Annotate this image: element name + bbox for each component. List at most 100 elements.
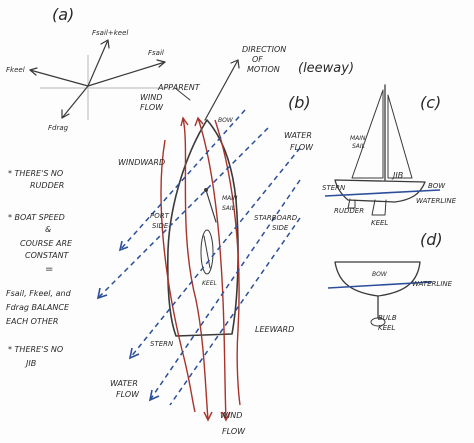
- note-4-line-2: JIB: [24, 359, 36, 368]
- d-bulb-label: BULB: [378, 314, 397, 322]
- starboard-label-1: STARBOARD: [254, 214, 298, 222]
- panel-a: (a) Fsail+keel Fsail Fkeel Fdrag: [6, 5, 170, 132]
- leeway-label: (leeway): [298, 61, 354, 76]
- main-sail-label-2: SAIL: [222, 205, 235, 212]
- water-flow-arrowhead-3: [148, 389, 160, 402]
- equals-sign: =: [45, 264, 53, 275]
- force-drag-arrowhead: [61, 109, 70, 119]
- panel-d: (d) BOW WATERLINE BULB KEEL: [327, 230, 453, 332]
- direction-of-motion-arrowhead: [230, 59, 240, 69]
- keel-bulb: [370, 317, 386, 327]
- panel-d-label: (d): [420, 230, 443, 249]
- water-flow-arrowhead-2: [128, 347, 140, 360]
- keel-label-top: KEEL: [202, 280, 217, 287]
- notes: * THERE'S NO RUDDER * BOAT SPEED & COURS…: [6, 169, 73, 368]
- boat-hull-top-view: [167, 119, 239, 337]
- apparent-wind-label-2: WIND: [140, 93, 162, 102]
- note-4-line-1: * THERE'S NO: [8, 345, 63, 354]
- wind-flow-arrowhead-3: [203, 411, 213, 422]
- rudder-side: [347, 198, 356, 209]
- wind-flow-arrowhead-1: [180, 116, 189, 127]
- water-flow-line-5: [119, 109, 246, 251]
- direction-label-3: MOTION: [247, 65, 280, 74]
- starboard-label-2: SIDE: [272, 224, 289, 232]
- note-3-line-2: Fdrag BALANCE: [6, 303, 70, 312]
- force-keel-arrowhead: [29, 67, 38, 76]
- wind-flow-line-2: [197, 117, 227, 421]
- wind-flow-line-4: [214, 119, 241, 406]
- force-sail-keel-arrowhead: [100, 39, 110, 49]
- direction-of-motion-arrow: [204, 59, 239, 121]
- force-keel-arrow: [29, 69, 89, 87]
- direction-label-1: DIRECTION: [242, 45, 286, 54]
- water-flow-line-2: [129, 147, 301, 359]
- force-drag-arrow: [61, 85, 89, 119]
- waterline-d: [327, 281, 433, 289]
- main-sail-boom: [205, 189, 217, 223]
- note-2-line-2: &: [45, 225, 51, 234]
- apparent-wind-label-3: FLOW: [140, 103, 164, 112]
- hull-side: [334, 179, 426, 203]
- panel-b-label: (b): [288, 93, 311, 112]
- jib-side: [387, 94, 413, 179]
- force-sail-arrow: [87, 61, 166, 87]
- note-2-line-4: CONSTANT: [25, 251, 70, 260]
- note-2-line-1: * BOAT SPEED: [8, 213, 65, 222]
- c-main-sail-label-2: SAIL: [352, 143, 365, 150]
- d-waterline-label: WATERLINE: [412, 280, 453, 288]
- wind-flow-line-3: [160, 139, 196, 413]
- windward-label: WINDWARD: [118, 158, 165, 167]
- keel-outline: [200, 229, 214, 275]
- bow-label-top: BOW: [218, 117, 234, 124]
- port-side-label-2: SIDE: [152, 222, 169, 230]
- note-3-line-3: EACH OTHER: [6, 317, 58, 326]
- force-drag-label: Fdrag: [48, 124, 69, 132]
- c-waterline-label: WATERLINE: [416, 197, 457, 205]
- force-sail-keel-arrow: [87, 39, 109, 87]
- water-flow-top-label-1: WATER: [284, 131, 312, 140]
- d-keel-label: KEEL: [378, 324, 395, 332]
- panel-b: (b) DIRECTION OF MOTION (leeway) APPAREN…: [96, 45, 354, 436]
- wind-flow-bottom-label-1: WIND: [220, 411, 242, 420]
- main-sail-label-1: MAIN: [222, 195, 238, 202]
- force-sail-label: Fsail: [148, 49, 164, 57]
- port-side-label-1: PORT: [150, 212, 170, 220]
- keel-hatch: [203, 235, 211, 269]
- c-main-sail-label-1: MAIN: [350, 135, 366, 142]
- c-jib-label: JIB: [391, 171, 403, 180]
- panel-c-label: (c): [420, 93, 441, 112]
- water-flow-arrowhead-5: [118, 240, 129, 252]
- main-sail-side: [351, 89, 384, 179]
- wind-flow-arrowhead-2: [194, 116, 204, 127]
- hull-front: [334, 261, 421, 297]
- panel-a-label: (a): [52, 5, 74, 24]
- note-1-line-1: * THERE'S NO: [8, 169, 63, 178]
- note-3-line-1: Fsail, Fkeel, and: [6, 289, 72, 298]
- c-bow-label: BOW: [428, 182, 446, 190]
- force-keel-label: Fkeel: [6, 66, 25, 74]
- water-flow-arrowhead-1: [96, 287, 108, 300]
- water-flow-bottom-label-2: FLOW: [116, 390, 140, 399]
- note-2-line-3: COURSE ARE: [20, 239, 73, 248]
- water-flow-line-4: [169, 217, 301, 406]
- stern-label-top: STERN: [150, 340, 174, 348]
- direction-label-2: OF: [252, 55, 263, 64]
- keel-fin-side: [371, 199, 387, 216]
- waterline-c: [324, 189, 441, 197]
- water-flow-top-label-2: FLOW: [290, 143, 314, 152]
- apparent-wind-label-1: APPARENT: [157, 83, 201, 92]
- c-rudder-label: RUDDER: [334, 207, 364, 215]
- force-sail-arrowhead: [156, 59, 166, 68]
- c-keel-label: KEEL: [371, 219, 388, 227]
- panel-c: (c) MAIN SAIL JIB STERN BOW RUDDER KEEL …: [322, 84, 457, 227]
- water-flow-line-1: [97, 127, 269, 299]
- apparent-wind-pointer: [174, 87, 191, 101]
- note-1-line-2: RUDDER: [30, 181, 64, 190]
- wind-flow-arrowhead-4: [221, 411, 231, 422]
- water-flow-bottom-label-1: WATER: [110, 379, 138, 388]
- d-bow-label: BOW: [372, 271, 388, 278]
- wind-flow-line-1: [182, 117, 209, 421]
- force-sail-keel-label: Fsail+keel: [92, 29, 128, 37]
- wind-flow-bottom-label-2: FLOW: [222, 427, 246, 436]
